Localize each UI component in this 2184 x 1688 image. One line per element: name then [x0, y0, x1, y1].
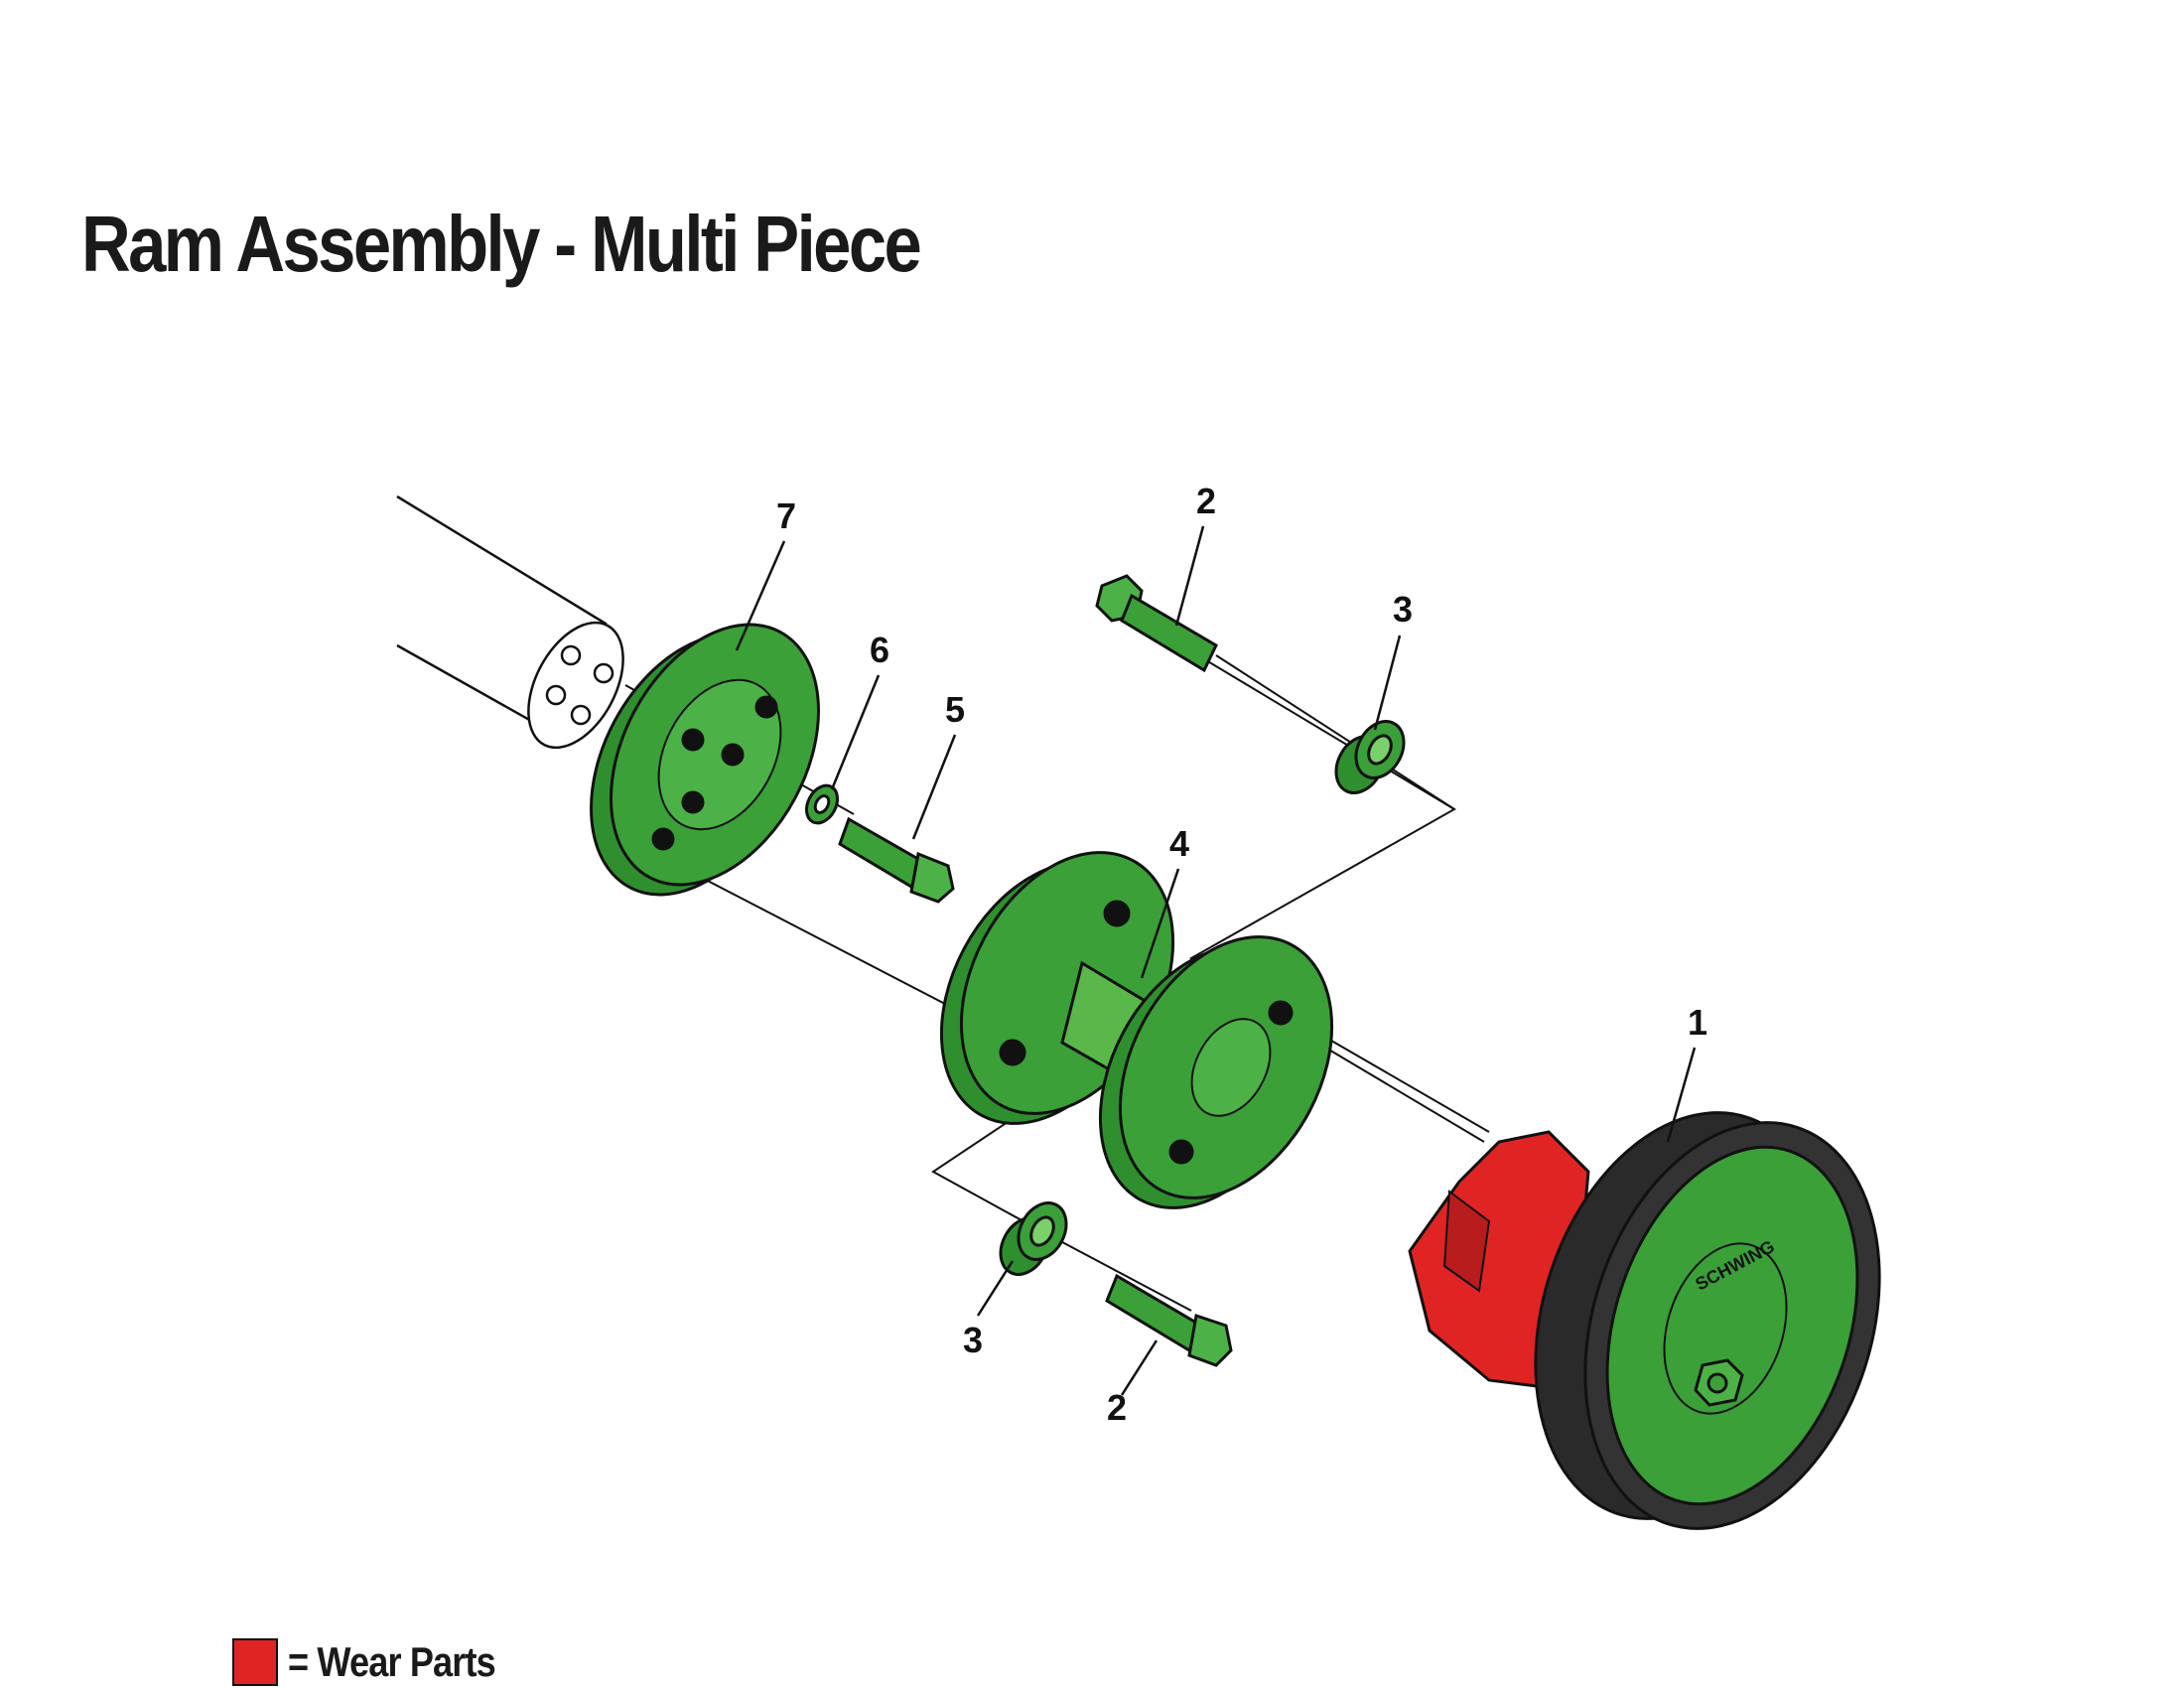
page-title: Ram Assembly - Multi Piece	[81, 200, 922, 288]
ram-rod	[396, 494, 624, 750]
callout-1: 1	[1688, 1002, 1707, 1043]
leader-lines	[735, 525, 1697, 1396]
callout-3-upper: 3	[1393, 589, 1413, 630]
part-5-bolt	[838, 816, 955, 904]
wear-parts-swatch	[232, 1638, 278, 1686]
callout-2-upper: 2	[1196, 481, 1216, 521]
part-7-flange	[590, 623, 820, 897]
part-4-coupling	[939, 851, 1334, 1209]
legend: = Wear Parts	[232, 1638, 529, 1686]
part-3-spacer-upper	[1334, 720, 1406, 794]
part-2-bolt-lower	[1105, 1273, 1233, 1367]
callout-6: 6	[870, 630, 889, 670]
part-2-bolt-upper	[1095, 574, 1218, 673]
callout-5: 5	[945, 689, 965, 730]
callout-3-lower: 3	[963, 1320, 983, 1360]
callout-4: 4	[1169, 823, 1189, 864]
callout-2-lower: 2	[1107, 1387, 1127, 1428]
legend-label: = Wear Parts	[288, 1638, 496, 1685]
callout-7: 7	[776, 495, 796, 536]
part-6-washer	[804, 783, 840, 825]
part-3-spacer-lower	[999, 1201, 1068, 1276]
part-1-piston	[1408, 1111, 1881, 1530]
